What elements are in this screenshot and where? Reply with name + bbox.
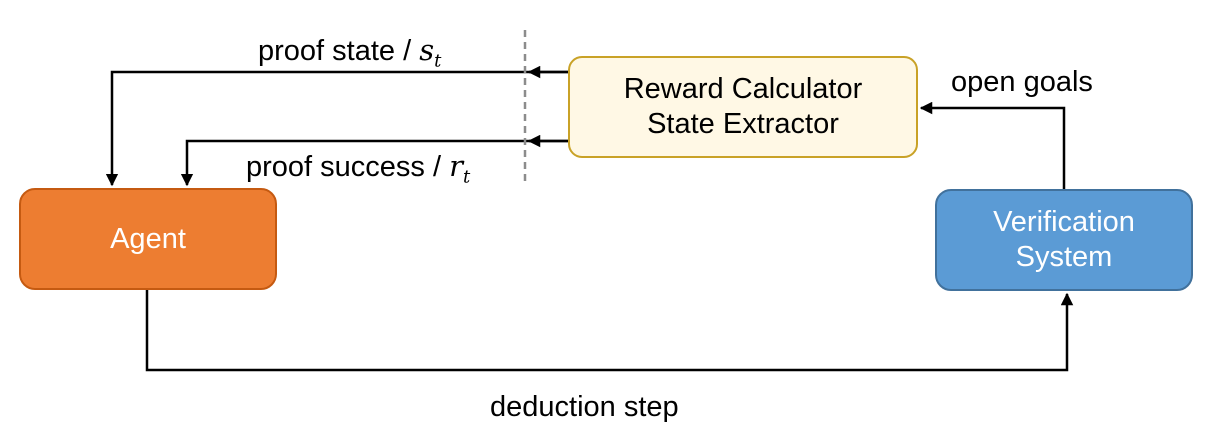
verification-node-line2: System [1015, 241, 1113, 273]
agent-node: Agent [19, 188, 277, 290]
verification-node-line1: Verification [993, 206, 1135, 239]
verification-system-node: Verification System [935, 189, 1193, 291]
proof-state-subscript: t [434, 50, 442, 72]
proof-success-symbol: rt [449, 149, 470, 186]
open-goals-arrow [919, 101, 1066, 189]
proof-state-var: s [419, 33, 435, 67]
reward-node-line1: Reward Calculator [623, 73, 863, 106]
proof-success-text: proof success / [246, 151, 450, 183]
proof-success-arrow [180, 139, 568, 187]
proof-state-symbol: st [419, 33, 441, 70]
proof-success-var: r [449, 149, 463, 183]
deduction-step-label: deduction step [490, 391, 679, 423]
proof-success-label: proof success / rt [246, 149, 470, 186]
proof-state-text: proof state / [258, 35, 420, 67]
deduction-step-arrow [145, 290, 1074, 372]
proof-state-arrow [105, 70, 568, 187]
proof-success-subscript: t [462, 166, 471, 188]
reward-node-line2: State Extractor [647, 108, 839, 140]
agent-node-label: Agent [110, 222, 186, 255]
open-goals-label: open goals [951, 66, 1093, 98]
reward-calculator-node: Reward Calculator State Extractor [568, 56, 918, 158]
proof-state-label: proof state / st [258, 33, 441, 70]
